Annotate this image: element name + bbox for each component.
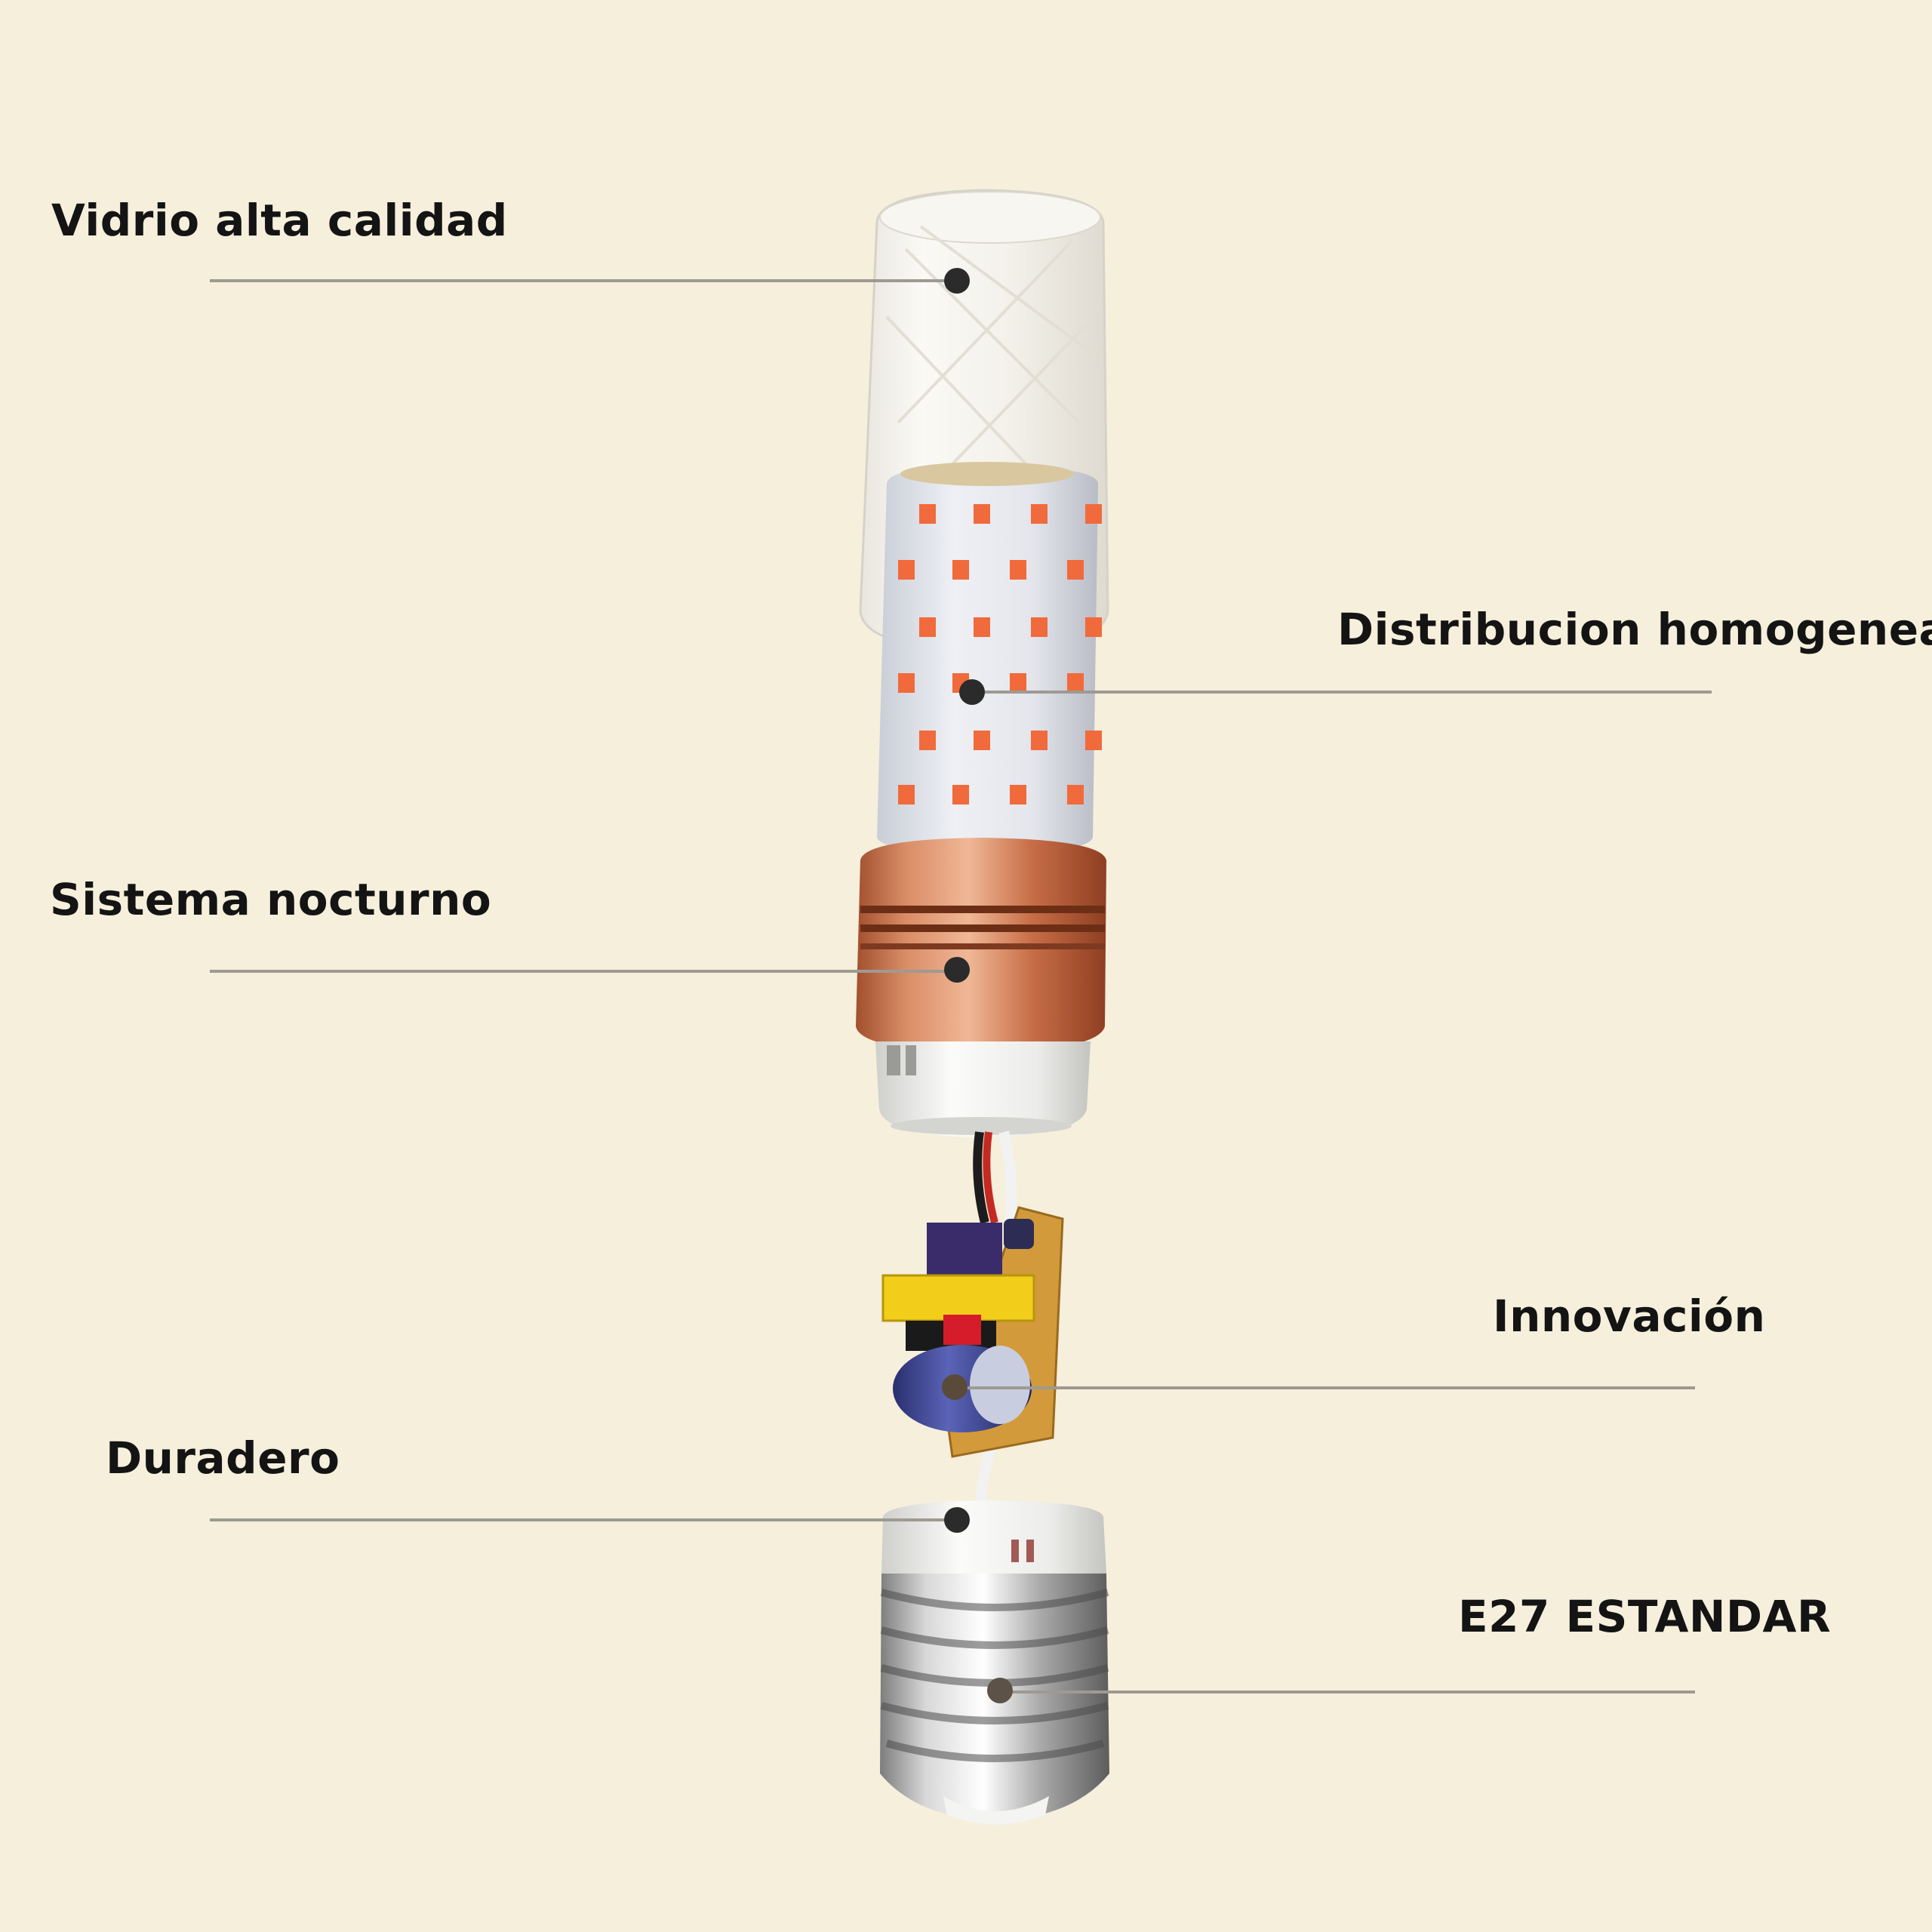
leader-lines: [210, 279, 1712, 1694]
led-chip: [974, 617, 990, 637]
led-chip: [1010, 785, 1026, 804]
led-chip: [1085, 504, 1102, 524]
led-chip: [1067, 785, 1084, 804]
white-collar: [875, 1041, 1091, 1137]
led-chip: [974, 504, 990, 524]
label-distribution: Distribucion homogenea: [1337, 604, 1932, 655]
callout-dots: [942, 268, 1013, 1703]
label-innovation: Innovación: [1493, 1291, 1766, 1342]
led-chip: [919, 504, 936, 524]
label-durable: Duradero: [106, 1432, 340, 1484]
led-chip: [919, 617, 936, 637]
label-night-system: Sistema nocturno: [50, 874, 492, 925]
led-chip: [1010, 673, 1026, 693]
led-chip: [898, 673, 915, 693]
led-chip: [952, 785, 969, 804]
led-chip: [1085, 617, 1102, 637]
dot-durable: [944, 1507, 970, 1533]
led-chip: [1085, 731, 1102, 750]
driver-board: [881, 1206, 1064, 1458]
led-chip: [919, 731, 936, 750]
led-chip: [898, 785, 915, 804]
dot-night: [944, 957, 970, 983]
label-e27-standard: E27 ESTANDAR: [1458, 1591, 1832, 1642]
led-chip: [1067, 560, 1084, 580]
led-chip: [1031, 617, 1048, 637]
led-chip: [1031, 504, 1048, 524]
label-glass: Vidrio alta calidad: [51, 195, 508, 246]
e27-base: [880, 1500, 1109, 1825]
dot-glass: [944, 268, 970, 294]
led-column: [877, 462, 1102, 854]
dot-socket: [987, 1678, 1013, 1703]
led-chip: [1010, 560, 1026, 580]
dot-innovation: [942, 1374, 968, 1400]
copper-heatsink: [856, 838, 1106, 1053]
led-chip: [898, 560, 915, 580]
led-chip: [952, 560, 969, 580]
dot-distribution: [959, 679, 985, 705]
led-chip: [1031, 731, 1048, 750]
led-chip: [1067, 673, 1084, 693]
led-chip: [974, 731, 990, 750]
